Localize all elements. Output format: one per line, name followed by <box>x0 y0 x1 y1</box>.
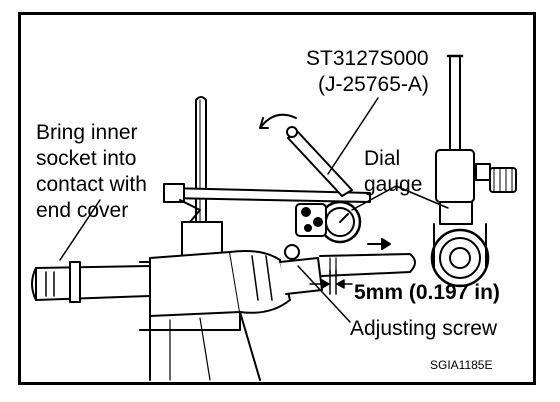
tool-code-label: ST3127S000 <box>306 47 429 70</box>
horizontal-bar <box>163 183 371 203</box>
tool-code-alt-label: (J-25765-A) <box>318 73 429 96</box>
direction-arrow <box>367 238 391 250</box>
callout-bring-line2: socket into <box>36 147 137 170</box>
dimension-5mm <box>309 269 353 295</box>
callout-bring-line4: end cover <box>36 199 129 222</box>
callout-bring-line1: Bring inner <box>36 121 138 144</box>
callout-bring-line3: contact with <box>36 173 147 196</box>
gear-housing <box>31 250 291 381</box>
tool-arm <box>259 113 353 197</box>
callout-dial-line1: Dial <box>364 147 401 170</box>
leader-lines <box>59 97 449 323</box>
figure-id: SGIA1185E <box>430 358 493 372</box>
dial-gauge <box>295 200 362 244</box>
right-tool-assembly <box>430 54 517 288</box>
shaft <box>279 244 416 295</box>
callout-dial-line2: gauge <box>364 173 423 196</box>
measurement-label: 5mm (0.197 in) <box>354 281 500 304</box>
callout-adjusting-screw: Adjusting screw <box>350 317 498 340</box>
